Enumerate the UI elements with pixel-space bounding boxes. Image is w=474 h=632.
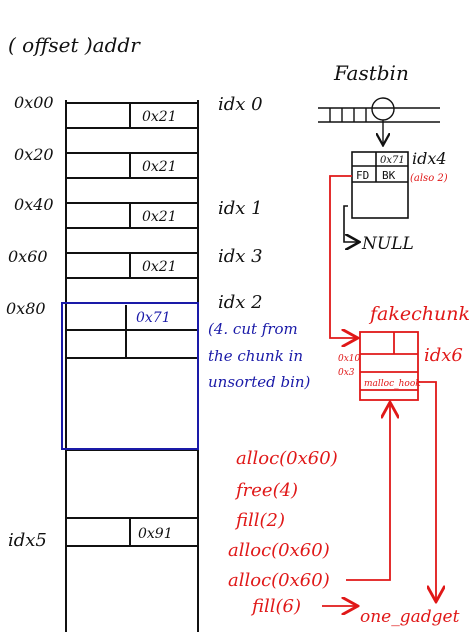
one-gadget-label: one_gadget: [360, 607, 460, 627]
fd-to-fakechunk-arrow: [329, 175, 356, 338]
fakechunk-title: fakechunk: [368, 303, 470, 325]
fakechunk-note: 0x3: [338, 368, 355, 378]
operation-step: alloc(0x60): [236, 448, 338, 469]
operation-step: free(4): [234, 480, 298, 501]
operation-step: alloc(0x60): [228, 540, 330, 561]
operation-step: alloc(0x60): [228, 570, 330, 591]
chunk-size: 0x21: [142, 159, 177, 175]
blue-note-line: the chunk in: [208, 347, 303, 365]
offset-label: 0x60: [8, 247, 48, 266]
offset-label: 0x80: [6, 299, 46, 318]
fastbin-idx-note: (also 2): [410, 173, 448, 184]
chunk-size: 0x21: [142, 109, 177, 125]
fastbin-chunk-size: 0x71: [380, 155, 405, 166]
idx5-size: 0x91: [138, 526, 173, 542]
idx-label: idx 1: [218, 198, 263, 219]
diagram-title: ( offset )addr: [8, 33, 141, 57]
fastbin-chunk: [351, 151, 409, 219]
offset-label: 0x40: [14, 195, 54, 214]
blue-chunk-outline: [61, 302, 199, 450]
idx-label: idx 3: [218, 246, 263, 267]
operation-step: fill(6): [250, 596, 301, 617]
fastbin-array: [318, 97, 440, 144]
hook-to-gadget-arrow: [418, 381, 436, 600]
fakechunk-box: [359, 331, 419, 401]
malloc-hook-label: malloc_hook: [364, 379, 421, 389]
alloc-to-fakechunk-arrow: [346, 404, 390, 581]
chunk-size: 0x21: [142, 209, 177, 225]
fastbin-idx-label: idx4: [412, 149, 447, 168]
operation-step: fill(2): [234, 510, 285, 531]
idx-label: idx 2: [218, 292, 263, 313]
fastbin-title: Fastbin: [333, 61, 409, 85]
blue-note-line: unsorted bin): [208, 373, 311, 391]
fakechunk-idx-label: idx6: [424, 345, 463, 366]
fakechunk-note: 0x10: [338, 354, 361, 364]
bk-label: BK: [382, 169, 396, 182]
null-label: NULL: [361, 234, 414, 254]
offset-label: 0x00: [14, 93, 54, 112]
memory-column: [65, 100, 199, 632]
offset-label: 0x20: [14, 145, 54, 164]
blue-chunk-size: 0x71: [136, 310, 171, 326]
idx-label: idx 0: [218, 94, 263, 115]
chunk-size: 0x21: [142, 259, 177, 275]
fd-label: FD: [356, 169, 369, 182]
blue-note-line: (4. cut from: [208, 320, 298, 338]
idx5-label: idx5: [8, 530, 47, 551]
